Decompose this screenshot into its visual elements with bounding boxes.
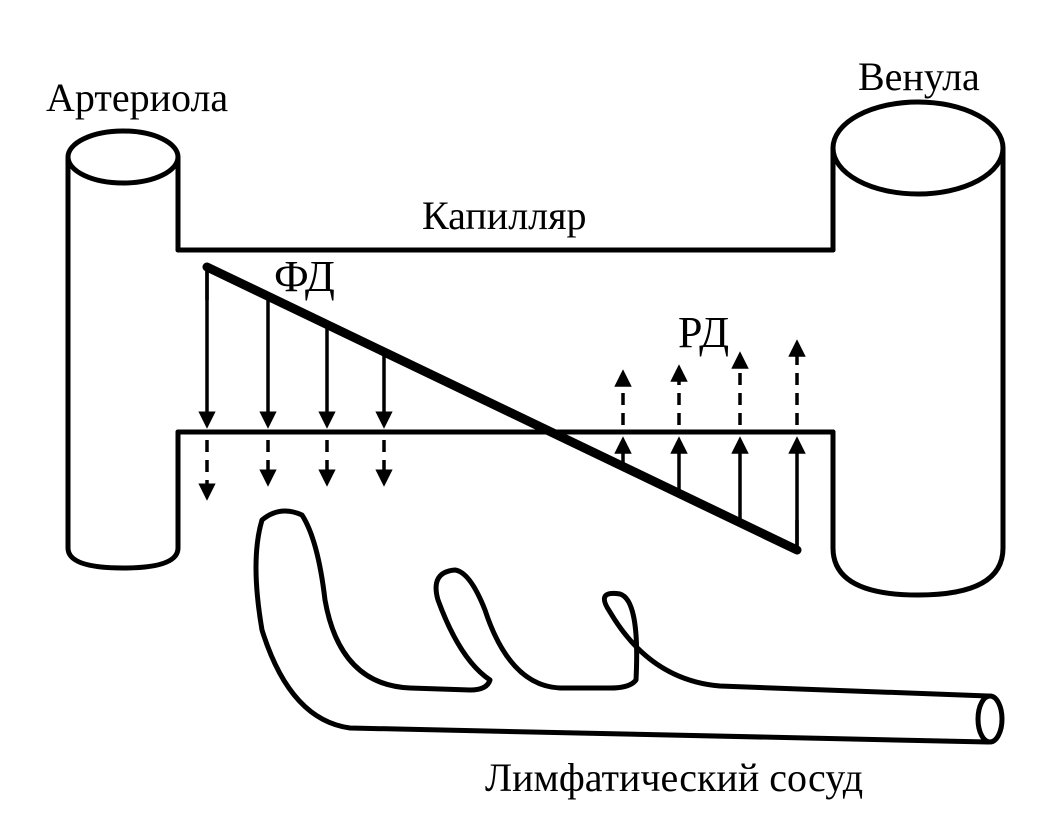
capillary-vessel — [175, 247, 836, 435]
reabsorption-arrows — [614, 339, 806, 550]
arteriole-opening — [65, 128, 181, 186]
venule-opening — [830, 99, 1006, 197]
filtration-pressure-label: ФД — [274, 252, 335, 301]
capillary-label: Капилляр — [422, 193, 587, 238]
lymphatic-vessel — [253, 508, 1005, 745]
venule-label: Венула — [858, 54, 980, 99]
venule-vessel — [830, 99, 1006, 598]
lymphatic-vessel-opening — [975, 693, 1005, 745]
pressure-gradient-line — [202, 262, 802, 555]
lymph-vessel-label: Лимфатический сосуд — [485, 755, 864, 800]
arteriole-vessel — [65, 128, 181, 571]
reabsorption-pressure-label: РД — [678, 308, 730, 357]
filtration-arrows — [198, 267, 393, 501]
arteriole-label: Артериола — [46, 75, 229, 120]
